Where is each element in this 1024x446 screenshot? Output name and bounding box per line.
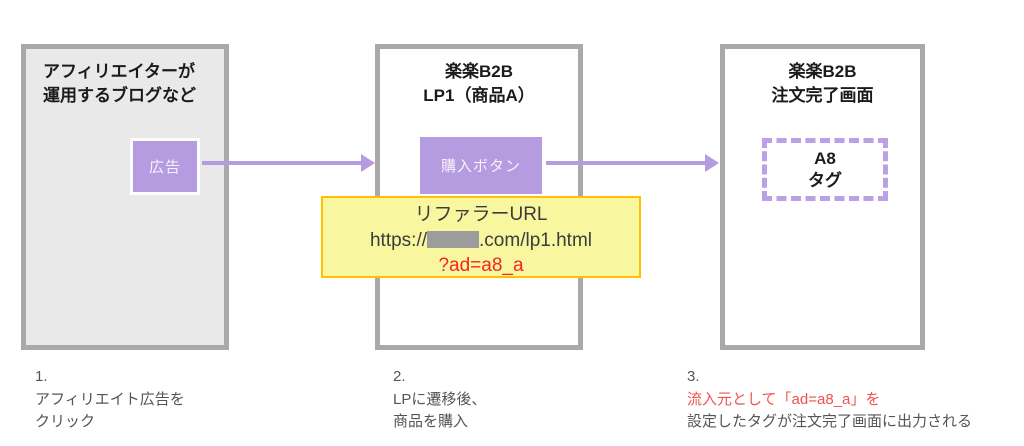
lp-box-title-line2: LP1（商品A） [423, 85, 535, 105]
step-3-number: 3. [687, 368, 700, 385]
a8-tag-line2: タグ [808, 170, 842, 190]
redacted-domain-block [427, 230, 480, 248]
order-box-title: 楽楽B2B 注文完了画面 [725, 49, 920, 108]
referrer-url-param: ?ad=a8_a [438, 255, 524, 277]
blog-box: アフィリエイターが 運用するブログなど [21, 44, 229, 350]
lp-box-title: 楽楽B2B LP1（商品A） [380, 49, 578, 108]
step-2-line2: 商品を購入 [393, 413, 469, 430]
step-1-line1: アフィリエイト広告を [35, 390, 185, 408]
referrer-url-suffix: .com/lp1.html [479, 229, 592, 251]
step-3-note: 3. 流入元として「ad=a8_a」を 設定したタグが注文完了画面に出力される [687, 366, 972, 434]
referrer-url-prefix: https:// [369, 229, 428, 251]
referrer-note-title: リファラーURL [414, 204, 548, 225]
order-box-title-line2: 注文完了画面 [771, 85, 874, 105]
referrer-url-note: リファラーURL https:// .com/lp1.html ?ad=a8_a [321, 196, 641, 278]
step-1-note: 1. アフィリエイト広告を クリック [35, 366, 185, 434]
step-1-number: 1. [35, 368, 48, 385]
buy-button-label: 購入ボタン [440, 158, 521, 175]
step-2-line1: LPに遷移後、 [393, 390, 487, 408]
arrow-click-ad [202, 154, 375, 172]
blog-box-title-line2: 運用するブログなど [43, 85, 196, 105]
arrow-purchase [546, 154, 719, 172]
referrer-note-url: https:// .com/lp1.html [323, 228, 639, 254]
ad-banner-label: 広告 [148, 159, 181, 176]
a8-tag-box: A8 タグ [762, 138, 888, 201]
step-3-line1: 流入元として「ad=a8_a」を [687, 390, 881, 408]
step-2-note: 2. LPに遷移後、 商品を購入 [393, 366, 486, 434]
blog-box-title-line1: アフィリエイターが [43, 62, 195, 81]
order-box-title-line1: 楽楽B2B [788, 62, 857, 81]
blog-box-title: アフィリエイターが 運用するブログなど [26, 49, 224, 108]
ad-banner: 広告 [130, 138, 200, 195]
a8-tag-line1: A8 [814, 149, 836, 169]
lp-box-title-line1: 楽楽B2B [444, 62, 513, 81]
step-3-line2: 設定したタグが注文完了画面に出力される [687, 413, 973, 430]
step-1-line2: クリック [35, 413, 96, 430]
step-2-number: 2. [393, 368, 406, 385]
buy-button: 購入ボタン [420, 137, 542, 194]
